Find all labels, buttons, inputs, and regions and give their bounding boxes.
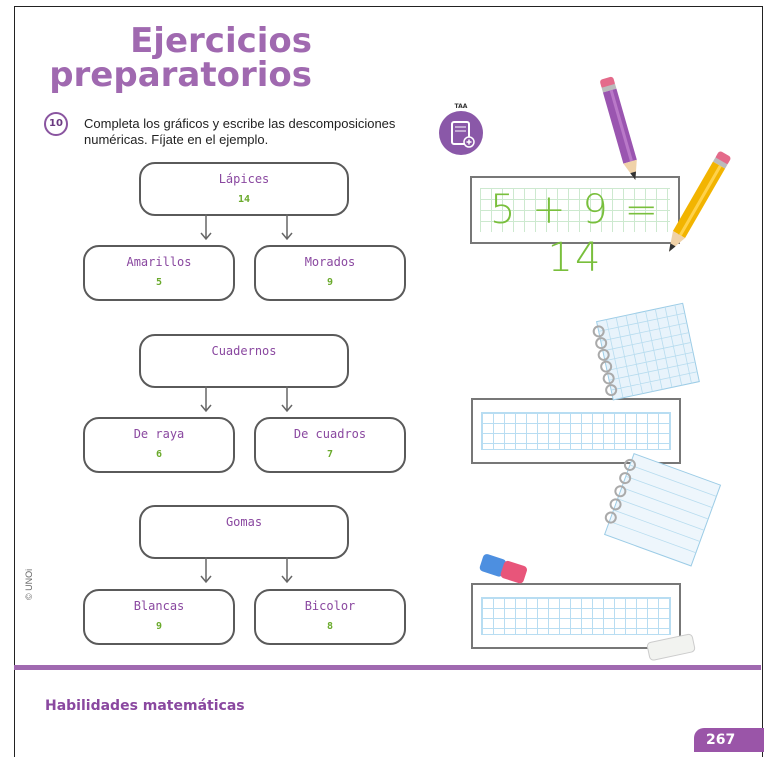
diagram3-arrows (200, 557, 293, 584)
diagram1-right-label: Morados (304, 255, 356, 269)
diagram2-arrows (200, 386, 293, 413)
diagram1-left-box: Amarillos 5 (83, 245, 235, 301)
tablet-icon[interactable] (439, 111, 483, 155)
diagram3-right-label: Bicolor (304, 599, 356, 613)
copyright: © UNOi (24, 568, 34, 600)
diagram1-top-value[interactable]: 14 (237, 194, 251, 205)
diagram3-top-label: Gomas (225, 515, 263, 529)
diagram2-left-label: De raya (133, 427, 185, 441)
example-equation: 5 + 9 = 14 (489, 187, 661, 281)
answer-grid (481, 412, 671, 450)
answer-box-gomas[interactable] (471, 583, 681, 649)
diagram1-top-label: Lápices (218, 172, 270, 186)
diagram3-left-value[interactable]: 9 (155, 621, 163, 632)
diagram2-right-box: De cuadros 7 (254, 417, 406, 473)
diagram1-arrows (200, 214, 293, 241)
diagram3-right-value[interactable]: 8 (326, 621, 334, 632)
exercise-number: 10 (44, 112, 68, 136)
diagram2-left-value[interactable]: 6 (155, 449, 163, 460)
eraser-icon (479, 554, 527, 584)
diagram2-left-box: De raya 6 (83, 417, 235, 473)
example-equation-box: 5 + 9 = 14 (470, 176, 680, 281)
taa-label: TAA (454, 103, 468, 110)
diagram1-right-value[interactable]: 9 (326, 277, 334, 288)
answer-box-cuadernos[interactable] (471, 398, 681, 464)
purple-pencil-icon (600, 76, 637, 180)
diagram1-top-box: Lápices 14 (139, 162, 349, 216)
diagram3-top-box: Gomas (139, 505, 349, 559)
diagram1-left-value[interactable]: 5 (155, 277, 163, 288)
diagram2-top-label: Cuadernos (211, 344, 277, 358)
diagram2-right-value[interactable]: 7 (326, 449, 334, 460)
white-eraser-icon (646, 633, 696, 661)
equation-grid (480, 188, 670, 232)
diagram1-left-label: Amarillos (126, 255, 192, 269)
exercise-instruction: Completa los gráficos y escribe las desc… (84, 116, 396, 147)
diagram3-right-box: Bicolor 8 (254, 589, 406, 645)
taa-resource[interactable]: TAA (438, 103, 484, 155)
diagram3-left-box: Blancas 9 (83, 589, 235, 645)
page-number: 267 (694, 728, 764, 752)
diagram2-top-box: Cuadernos (139, 334, 349, 388)
answer-grid (481, 597, 671, 635)
page-title-line2: preparatorios (49, 55, 312, 95)
diagram1-right-box: Morados 9 (254, 245, 406, 301)
diagram2-right-label: De cuadros (293, 427, 367, 441)
footer-divider (14, 665, 761, 670)
footer-section: Habilidades matemáticas (45, 698, 245, 714)
page-title-line1: Ejercicios (130, 21, 312, 61)
diagram3-left-label: Blancas (133, 599, 185, 613)
yellow-pencil-icon (669, 151, 731, 252)
grid-notebook-icon (592, 302, 700, 401)
lined-notebook-icon (603, 453, 722, 567)
